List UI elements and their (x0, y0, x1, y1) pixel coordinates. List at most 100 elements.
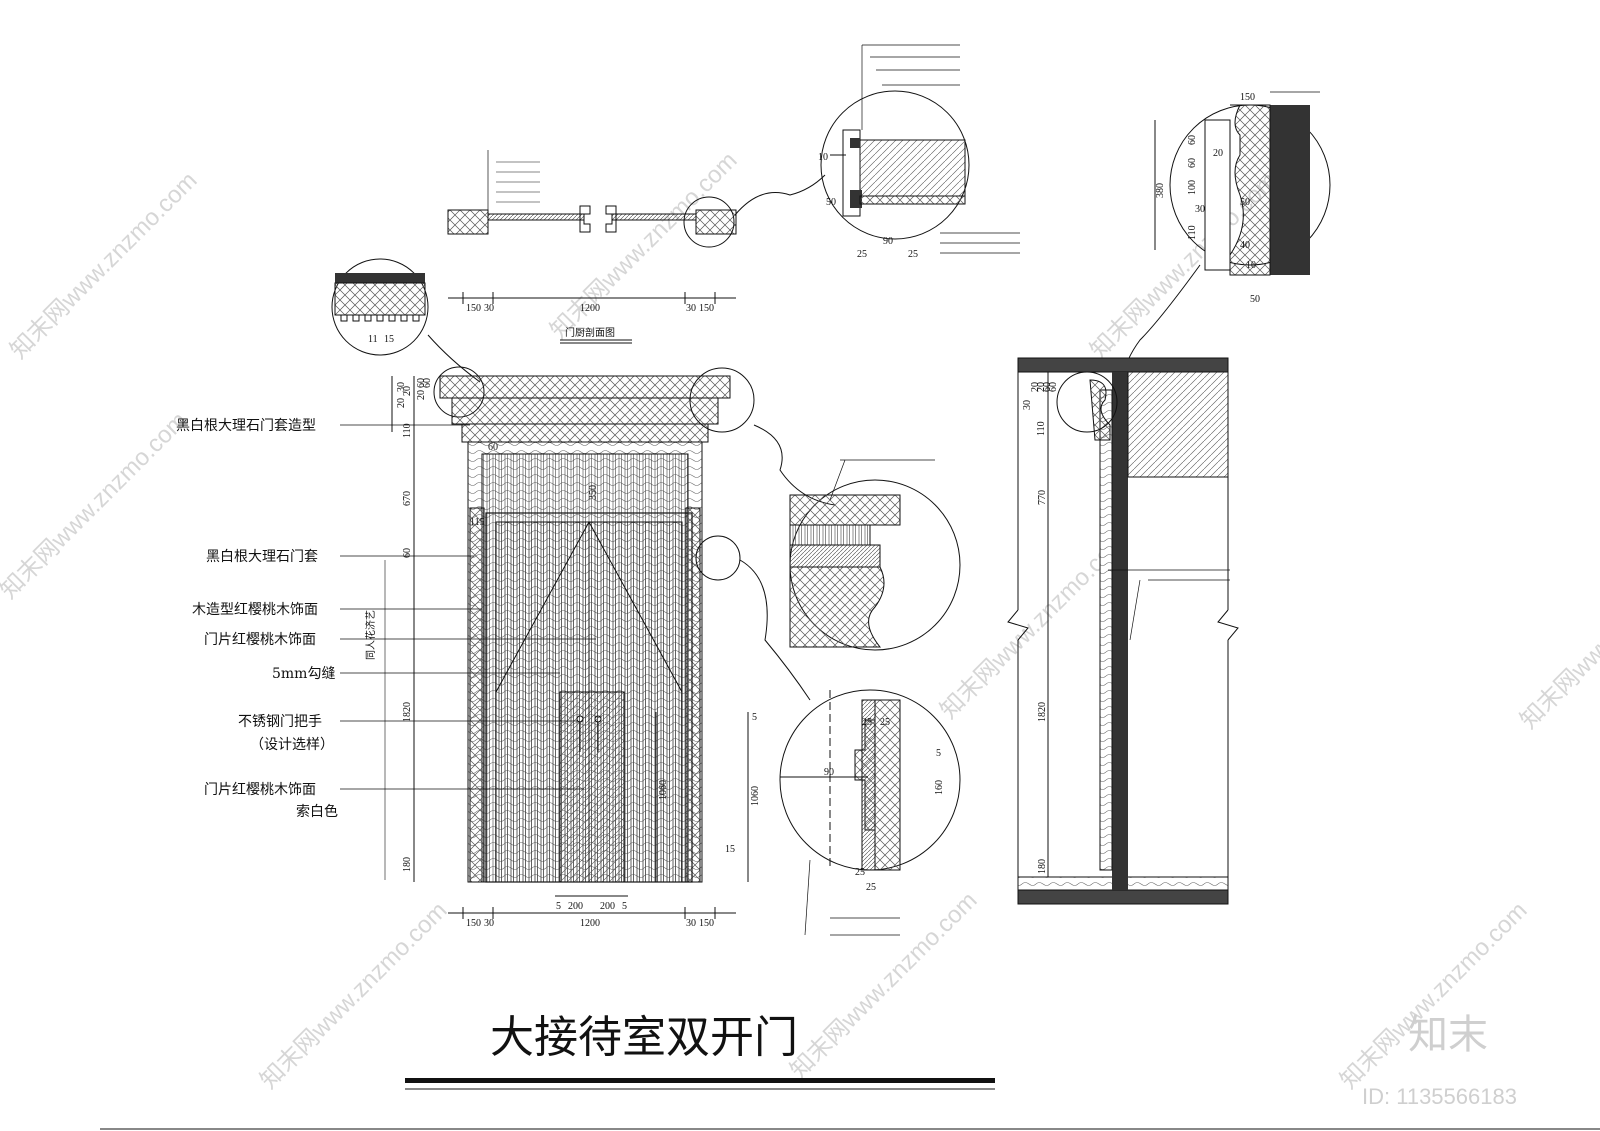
dim-detail-11: 11 (368, 334, 378, 345)
watermark-text: 知末网www.znzmo.com (545, 147, 742, 344)
dim-elev-20b: 20 (402, 386, 413, 396)
detail-bubble-top-left: 11 15 (331, 258, 481, 383)
dim-side-1820: 1820 (1037, 702, 1048, 722)
vertical-note: 同人花济艺 (364, 610, 377, 660)
dim-detail-25b: 25 (908, 249, 918, 260)
dim-lower-25a: 25 (862, 717, 872, 728)
dim-top-30-left: 30 (484, 303, 494, 314)
watermark-text: 知末网www.znzmo.com (1335, 897, 1532, 1094)
dim-detail-40: 40 (1240, 240, 1250, 251)
dim-detail-150: 150 (1240, 92, 1255, 103)
dim-elev-1060-inner: 1060 (658, 780, 669, 800)
side-section: 770 1820 180 60 60 20 20 30 110 (1007, 357, 1239, 905)
dim-lower-160: 160 (934, 780, 945, 795)
dim-detail-50: 50 (826, 197, 836, 208)
dim-detail-380: 380 (1155, 183, 1166, 198)
watermark-text: 知末网www.znzmo.com (1515, 537, 1600, 734)
label-handle-note: （设计选样） (250, 737, 334, 753)
dim-handle-200-right: 200 (600, 901, 615, 912)
watermark-text: 知末网www.znzmo.com (0, 407, 192, 604)
dim-top-1200: 1200 (580, 303, 600, 314)
dim-detail-30: 30 (1195, 204, 1205, 215)
detail-bubble-middle (789, 459, 961, 651)
label-door-set-model: 黑白根大理石门套造型 (176, 418, 316, 434)
label-leaf-surface-2: 门片红樱桃木饰面 (204, 781, 316, 798)
dim-side-30: 30 (1022, 400, 1033, 410)
label-groove: 5mm勾缝 (272, 666, 335, 682)
section-caption: 门厨剖面图 (565, 326, 615, 339)
detail-bubble-top-right: 150 380 50 60 60 20 100 30 110 50 40 10 (1119, 91, 1331, 386)
watermark-text: 知末网www.znzmo.com (255, 897, 452, 1094)
dim-elev-1060-right: 1060 (750, 786, 761, 806)
dim-side-180: 180 (1037, 859, 1048, 874)
dim-top-150-right: 150 (699, 303, 714, 314)
top-section-plan: 150 30 1200 30 150 门厨剖面图 (447, 150, 737, 344)
dim-bottom-30-right: 30 (686, 918, 696, 929)
dim-lower-90: 90 (824, 767, 834, 778)
dim-detail-25a: 25 (857, 249, 867, 260)
dim-detail-50-bottom: 50 (1250, 294, 1260, 305)
dim-side-770: 770 (1037, 490, 1048, 505)
brand-mark: 知末 ID: 1135566183 (1362, 1012, 1517, 1109)
dim-elev-110: 110 (402, 423, 413, 438)
dim-handle-5-right: 5 (622, 901, 627, 912)
image-id: ID: 1135566183 (1362, 1084, 1517, 1109)
dim-side-20b: 20 (1036, 382, 1047, 392)
dim-elev-60b: 60 (422, 378, 433, 388)
dim-elev-60a: 60 (416, 378, 427, 388)
dim-elev-30: 30 (396, 382, 407, 392)
dim-handle-5-left: 5 (556, 901, 561, 912)
dim-side-20a: 20 (1030, 382, 1041, 392)
dim-lower-25d: 25 (866, 882, 876, 893)
dim-detail-60b: 60 (1187, 158, 1198, 168)
dim-elev-180: 180 (402, 857, 413, 872)
dim-side-110: 110 (1036, 421, 1047, 436)
detail-bubble-top-middle: 10 50 25 90 25 (734, 44, 1020, 260)
dim-bottom-150-right: 150 (699, 918, 714, 929)
dim-lower-5: 5 (936, 748, 941, 759)
dim-elev-60c: 60 (402, 548, 413, 558)
dim-elev-60d: 60 (488, 442, 498, 453)
dim-elev-15: 15 (725, 844, 735, 855)
dim-detail-50-mid: 50 (1240, 197, 1250, 208)
dim-elev-20c: 20 (416, 390, 427, 400)
dim-detail-90: 90 (883, 236, 893, 247)
dim-elev-5: 5 (752, 712, 757, 723)
label-wood-surface: 木造型红樱桃木饰面 (192, 601, 318, 618)
dim-detail-10: 10 (818, 152, 828, 163)
dim-detail-110: 110 (1187, 225, 1198, 240)
dim-top-30-right: 30 (686, 303, 696, 314)
dim-lower-25c: 25 (855, 867, 865, 878)
dim-lower-25b: 25 (880, 717, 890, 728)
dim-detail-20: 20 (1213, 148, 1223, 159)
detail-bubble-lower: 90 25 25 160 25 25 5 (779, 689, 961, 936)
dim-elev-1820: 1820 (402, 702, 413, 722)
dim-handle-200-left: 200 (568, 901, 583, 912)
dim-side-60a: 60 (1042, 382, 1053, 392)
dim-elev-115: 115 (470, 517, 485, 528)
label-door-set: 黑白根大理石门套 (206, 549, 318, 565)
dim-detail-15: 15 (384, 334, 394, 345)
dim-bottom-1200: 1200 (580, 918, 600, 929)
dim-detail-100: 100 (1187, 180, 1198, 195)
watermark-text: 知末网www.znzmo.com (785, 887, 982, 1084)
dim-elev-670: 670 (402, 491, 413, 506)
label-leaf-surface: 门片红樱桃木饰面 (204, 631, 316, 648)
callout-labels: 黑白根大理石门套造型 黑白根大理石门套 木造型红樱桃木饰面 门片红樱桃木饰面 5… (176, 418, 596, 820)
brand-logo: 知末 (1408, 1012, 1488, 1058)
dim-detail-10-right: 10 (1246, 260, 1256, 271)
drawing-title: 大接待室双开门 (405, 1012, 995, 1090)
dim-top-150-left: 150 (466, 303, 481, 314)
dim-bottom-150-left: 150 (466, 918, 481, 929)
page-title: 大接待室双开门 (490, 1012, 798, 1063)
label-paint: 索白色 (296, 803, 338, 820)
dim-side-60b: 60 (1048, 382, 1059, 392)
dim-elev-350: 350 (588, 485, 599, 500)
watermark-text: 知末网www.znzmo.com (5, 167, 202, 364)
label-handle: 不锈钢门把手 (238, 714, 322, 730)
dim-bottom-30-left: 30 (484, 918, 494, 929)
front-elevation: 20 30 20 20 60 60 110 670 60 1820 180 同人… (364, 366, 836, 929)
dim-detail-60a: 60 (1187, 135, 1198, 145)
dim-elev-20a: 20 (396, 398, 407, 408)
